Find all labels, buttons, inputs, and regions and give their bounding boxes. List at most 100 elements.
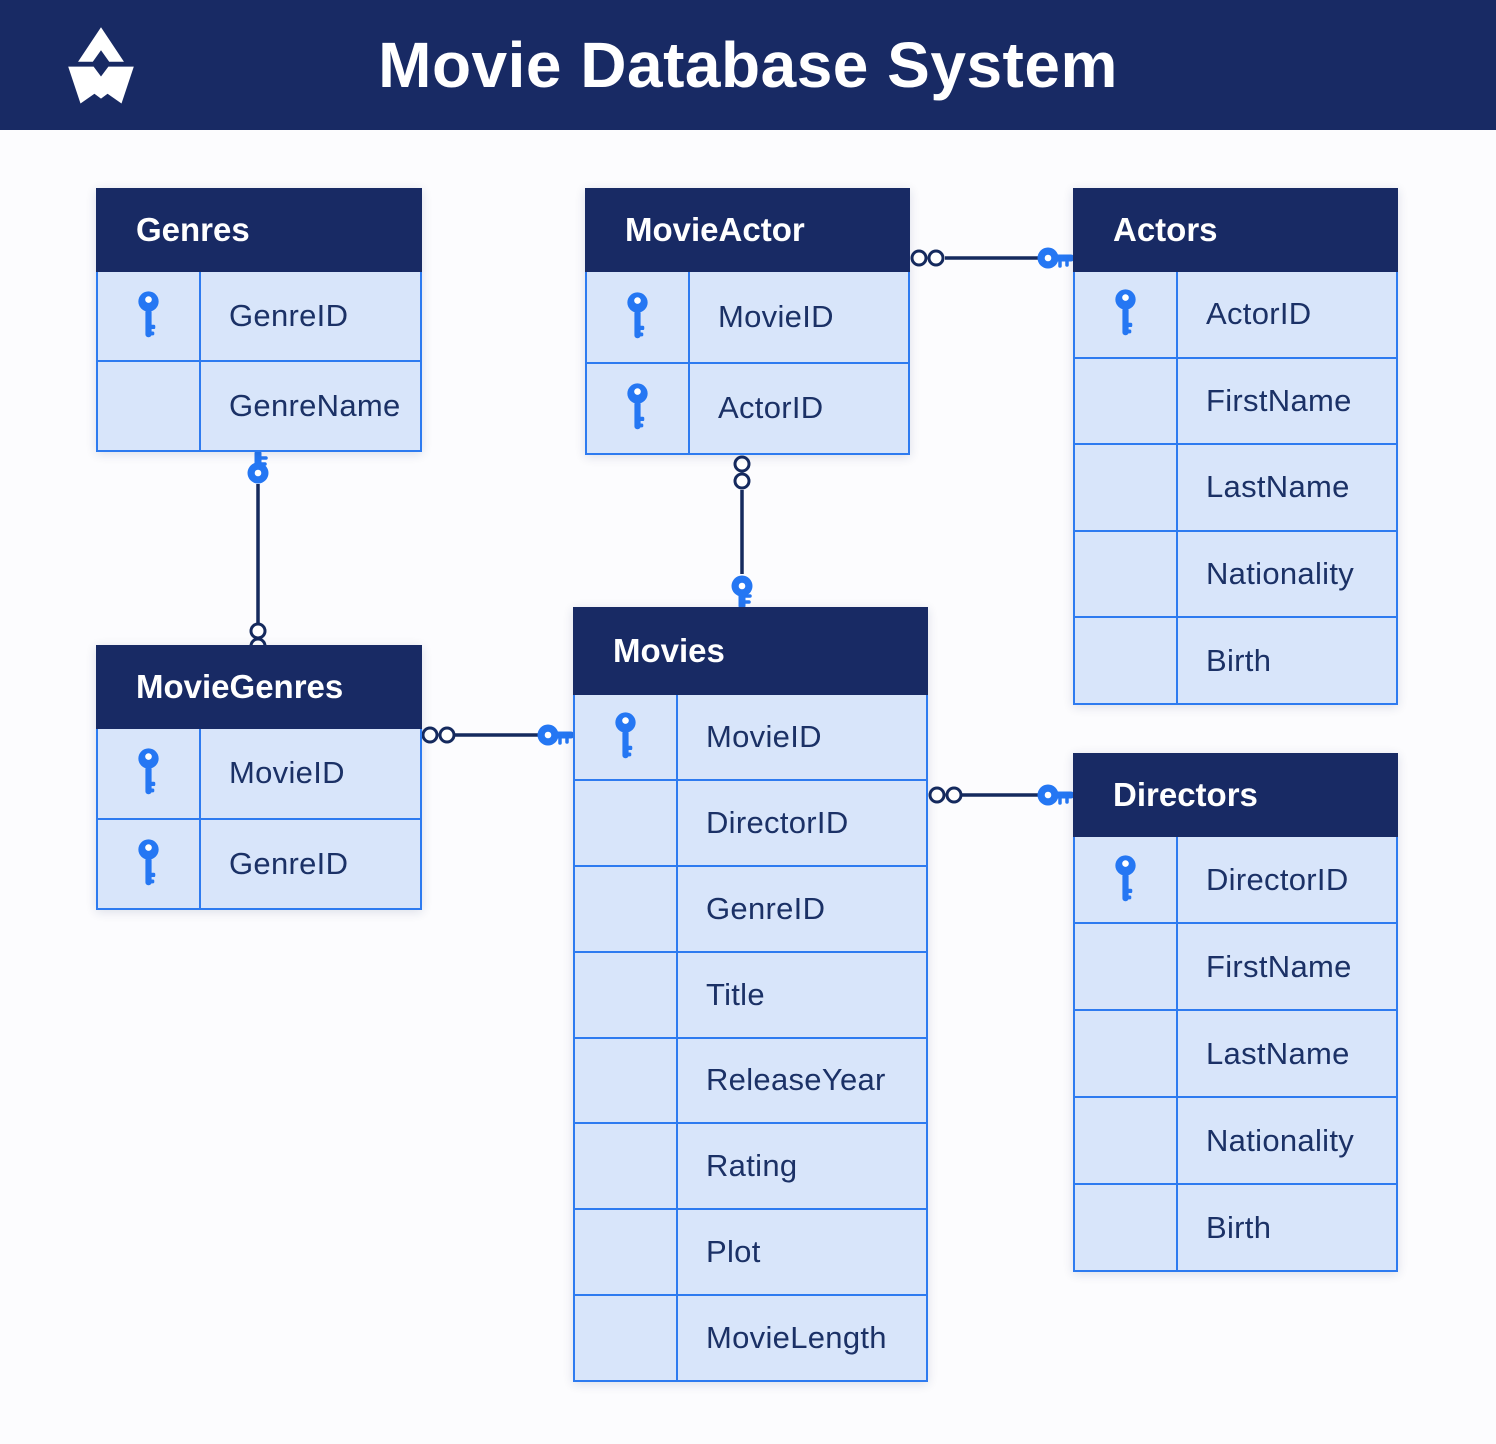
field-row: GenreID (575, 864, 926, 951)
key-cell (575, 952, 678, 1037)
field-row: Birth (1075, 616, 1396, 703)
table-fields: MovieID GenreID (96, 729, 422, 910)
one-end-key-marker (247, 449, 269, 484)
field-name: Nationality (1206, 1122, 1355, 1158)
key-cell (1075, 445, 1178, 530)
entity-table-moviegenres[interactable]: MovieGenres MovieID GenreID (96, 645, 422, 910)
connector-genres-moviegenres[interactable] (247, 449, 269, 655)
key-icon (623, 382, 652, 434)
key-cell (587, 272, 690, 362)
key-icon (134, 290, 163, 342)
field-name: DirectorID (1206, 861, 1349, 897)
field-name: ActorID (718, 390, 824, 426)
field-row: ReleaseYear (575, 1036, 926, 1123)
key-cell (1075, 618, 1178, 703)
connector-movieactor-actors[interactable] (910, 247, 1075, 269)
page-title: Movie Database System (378, 29, 1118, 101)
field-name: Birth (1206, 642, 1272, 678)
field-name: GenreID (229, 298, 349, 333)
key-cell (98, 819, 201, 908)
key-cell (1075, 924, 1178, 1009)
field-name: MovieID (718, 298, 834, 334)
key-icon (134, 838, 163, 890)
key-icon (1111, 288, 1140, 340)
table-fields: GenreID GenreName (96, 272, 422, 452)
field-row: LastName (1075, 1009, 1396, 1096)
field-row: MovieID (587, 272, 908, 362)
key-cell (575, 1210, 678, 1295)
key-cell (1075, 1098, 1178, 1183)
key-cell (98, 362, 201, 450)
key-icon (134, 747, 163, 799)
field-row: ActorID (587, 361, 908, 453)
key-cell (1075, 531, 1178, 617)
one-end-key-marker (537, 724, 575, 746)
key-cell (575, 780, 678, 865)
field-name: Title (706, 976, 765, 1012)
field-name: LastName (1206, 1035, 1350, 1071)
table-title: Directors (1073, 753, 1398, 837)
field-row: FirstName (1075, 922, 1396, 1009)
entity-table-movieactor[interactable]: MovieActor MovieID ActorID (585, 188, 910, 455)
field-name: Rating (706, 1148, 798, 1184)
field-name: LastName (1206, 469, 1350, 505)
key-cell (1075, 358, 1178, 444)
table-title: Movies (573, 607, 928, 695)
field-name: ReleaseYear (706, 1062, 886, 1098)
key-cell (587, 363, 690, 453)
connector-movies-directors[interactable] (928, 784, 1075, 806)
one-end-key-marker (731, 575, 753, 610)
key-cell (575, 1038, 678, 1123)
key-cell (575, 866, 678, 951)
table-title: Genres (96, 188, 422, 272)
field-row: LastName (1075, 443, 1396, 530)
field-name: Nationality (1206, 556, 1355, 592)
field-row: DirectorID (1075, 837, 1396, 922)
connector-movieactor-movies[interactable] (731, 455, 753, 610)
key-cell (98, 729, 201, 818)
field-row: GenreName (98, 360, 420, 450)
field-row: MovieLength (575, 1294, 926, 1380)
field-name: FirstName (1206, 948, 1352, 984)
field-row: DirectorID (575, 778, 926, 865)
field-row: ActorID (1075, 272, 1396, 357)
field-row: GenreID (98, 817, 420, 908)
field-name: GenreID (706, 890, 826, 926)
entity-table-genres[interactable]: Genres GenreID GenreName (96, 188, 422, 452)
one-end-key-marker (1037, 784, 1075, 806)
key-cell (575, 1296, 678, 1380)
key-icon (1111, 854, 1140, 906)
field-row: Birth (1075, 1183, 1396, 1270)
field-name: MovieID (229, 755, 345, 791)
table-title: Actors (1073, 188, 1398, 272)
field-name: Plot (706, 1234, 761, 1270)
field-row: Title (575, 950, 926, 1037)
field-name: DirectorID (706, 804, 849, 840)
field-row: Plot (575, 1208, 926, 1295)
field-name: MovieID (706, 718, 822, 754)
field-name: GenreID (229, 845, 349, 881)
key-cell (1075, 272, 1178, 357)
field-name: GenreName (229, 388, 401, 423)
key-icon (611, 711, 640, 763)
key-cell (575, 1124, 678, 1209)
key-cell (1075, 837, 1178, 922)
field-name: Birth (1206, 1209, 1272, 1245)
field-row: FirstName (1075, 356, 1396, 444)
key-cell (1075, 1011, 1178, 1096)
connector-moviegenres-movies[interactable] (421, 724, 575, 746)
app-header: Movie Database System (0, 0, 1496, 130)
key-cell (98, 272, 201, 360)
table-title: MovieActor (585, 188, 910, 272)
field-row: MovieID (98, 729, 420, 818)
key-cell (1075, 1185, 1178, 1270)
field-row: Nationality (1075, 1096, 1396, 1183)
table-title: MovieGenres (96, 645, 422, 729)
field-name: ActorID (1206, 296, 1312, 332)
